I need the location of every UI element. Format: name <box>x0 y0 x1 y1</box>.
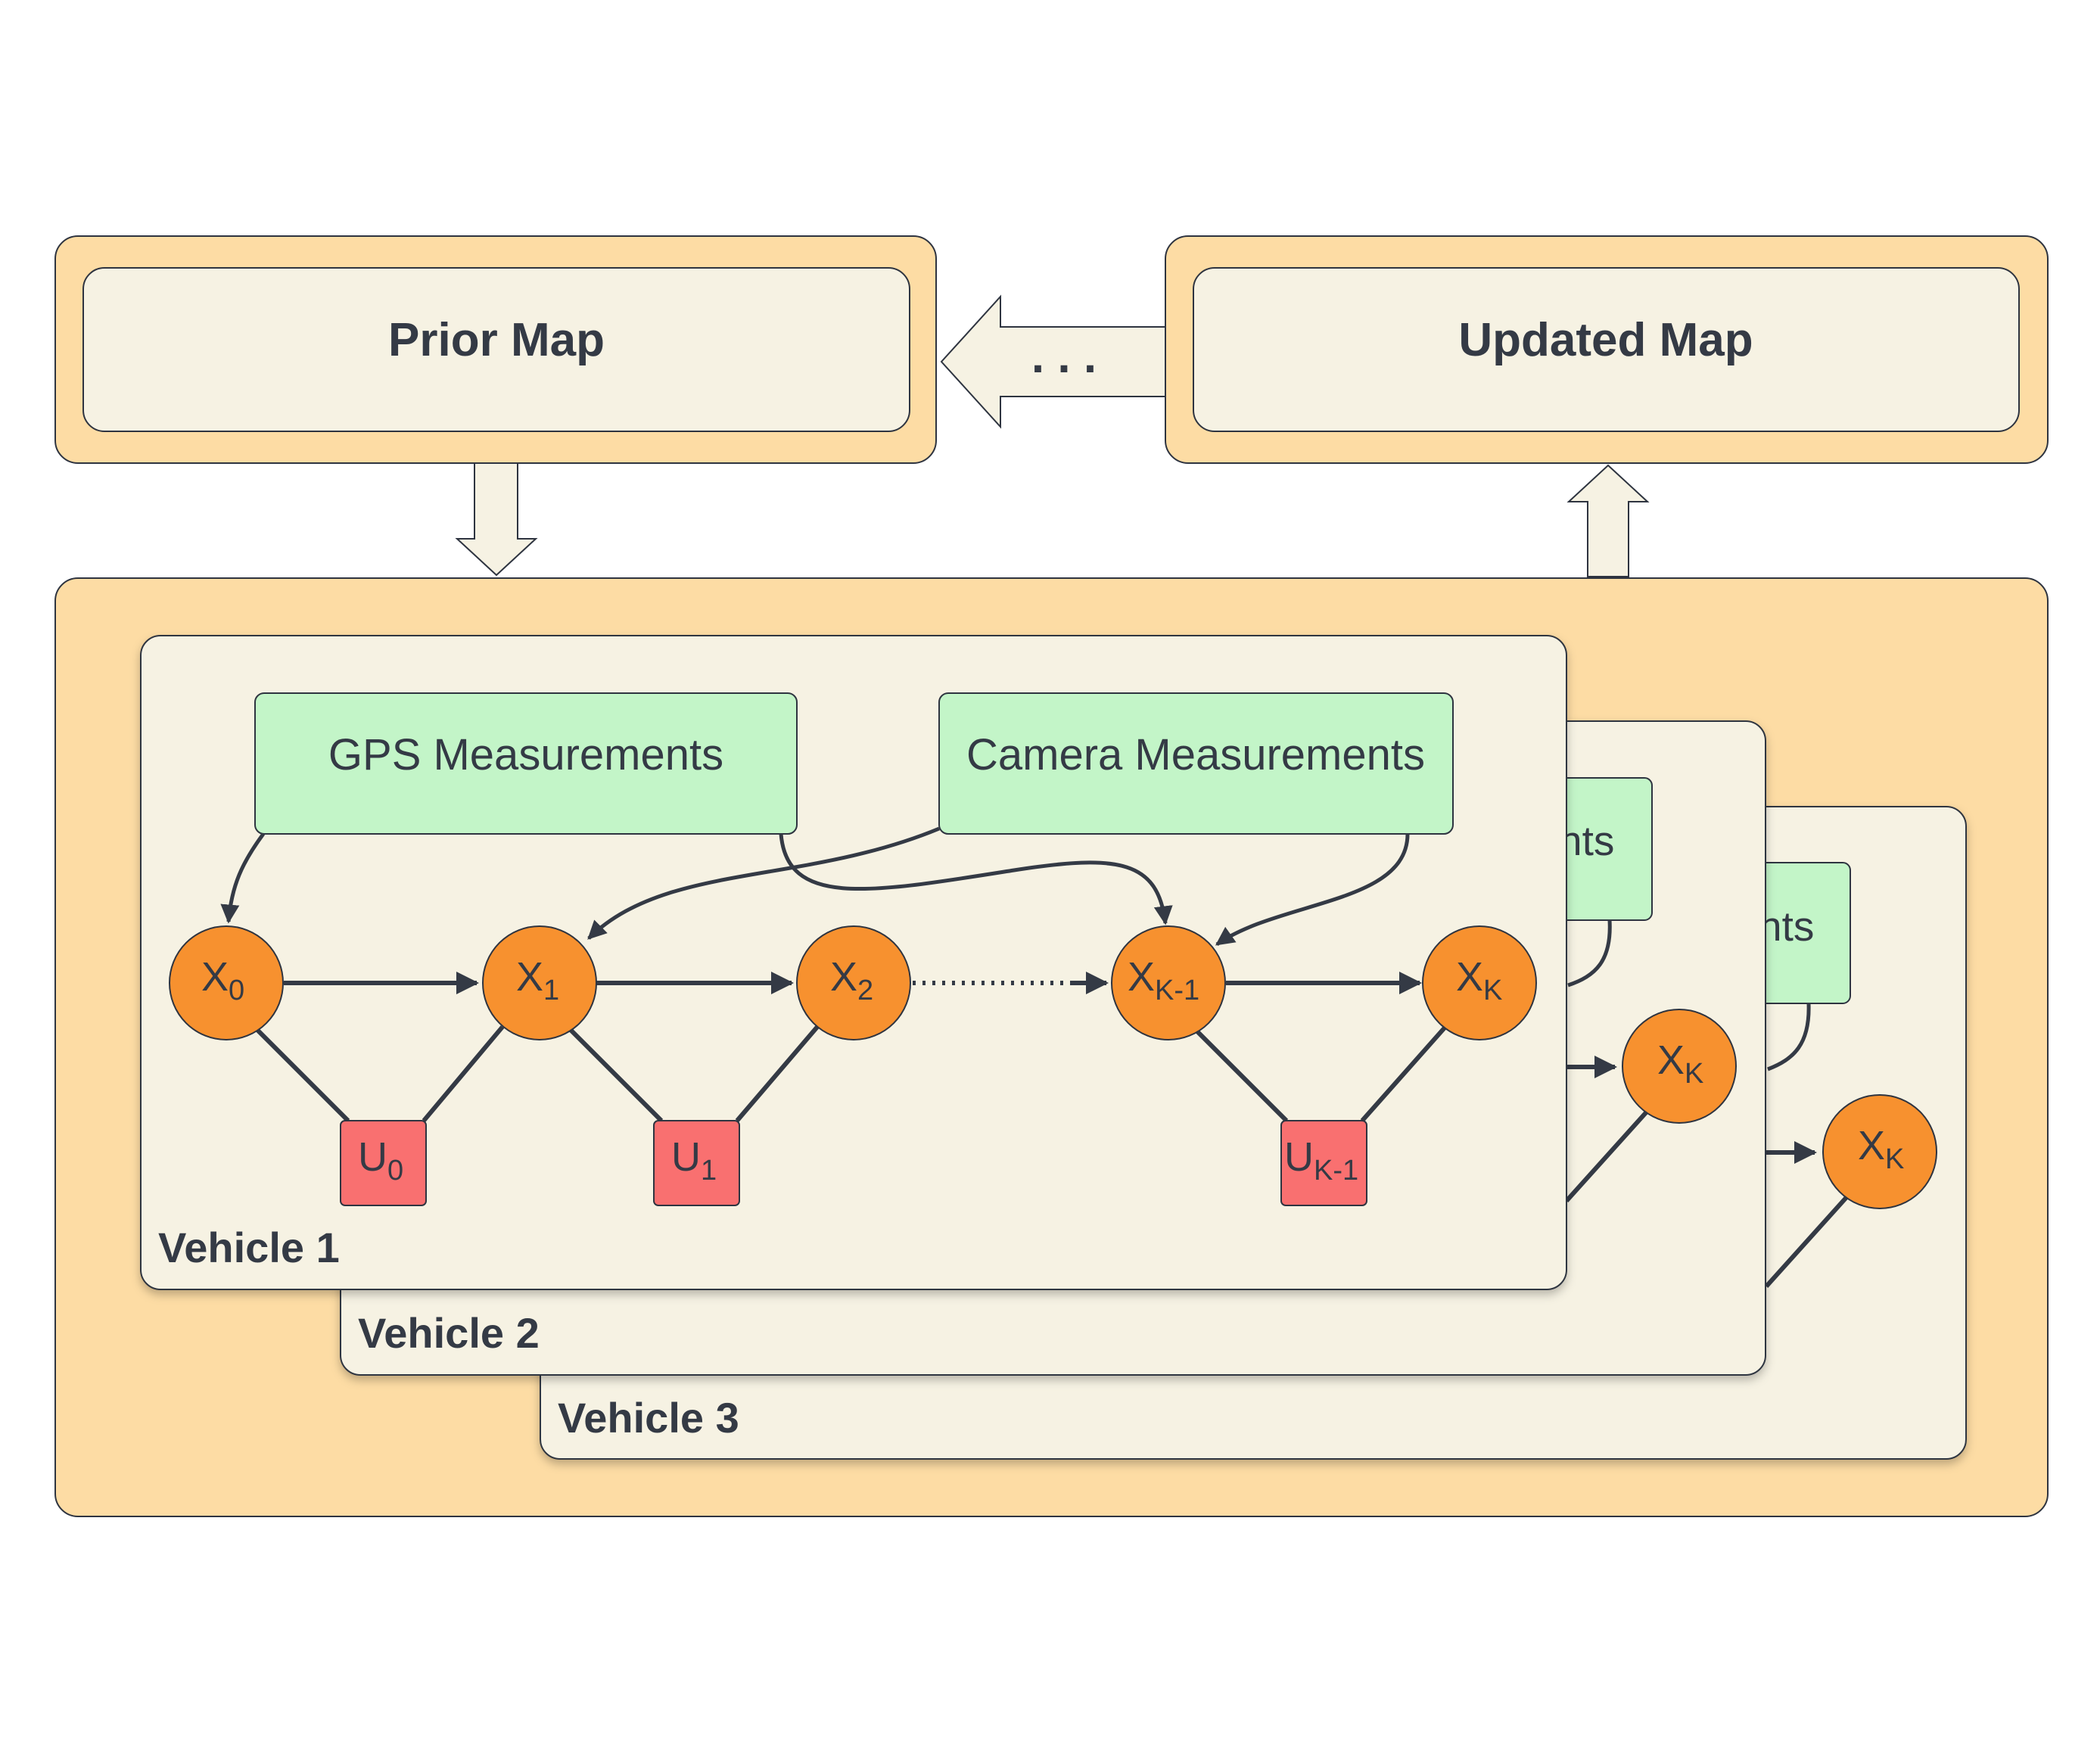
control-u1-text: U1 <box>671 1134 717 1187</box>
state-x1-text: X1 <box>516 954 559 1006</box>
gps-to-x0-edge <box>220 832 266 924</box>
updated-map-label: Updated Map <box>1458 314 1753 366</box>
vehicle-2-state-xk-text: XK <box>1657 1037 1703 1090</box>
prior-map-label: Prior Map <box>388 314 605 366</box>
u0-x1-edge <box>422 1025 505 1122</box>
ellipsis-label: . . . <box>1031 331 1097 383</box>
camera-measurements-box <box>938 692 1454 835</box>
state-xk-text: XK <box>1456 954 1502 1006</box>
control-u0-text: U0 <box>358 1134 403 1187</box>
state-x2 <box>796 925 911 1040</box>
x1-u1-edge <box>565 1025 664 1123</box>
control-ukm1 <box>1280 1120 1367 1206</box>
updated-map-box: Updated Map <box>1165 235 2049 464</box>
camera-measurements-label: Camera Measurements <box>966 730 1425 779</box>
vehicle-3-measurement-label: nts <box>1759 903 1814 950</box>
state-x0 <box>169 925 284 1040</box>
vehicle-3-state-xk <box>1822 1094 1937 1209</box>
camera-to-xkm1-edge <box>1215 833 1410 947</box>
vehicle-3-state-xk-text: XK <box>1858 1123 1904 1175</box>
control-u0 <box>340 1120 427 1206</box>
state-xkm1-text: XK-1 <box>1128 954 1199 1006</box>
vehicle-3-measurement-link <box>1767 1003 1811 1072</box>
vehicle-1-label: Vehicle 1 <box>158 1224 340 1271</box>
updated-to-prior-arrow: . . . <box>940 294 1166 429</box>
vehicle-3-xk-control-edge <box>1764 1193 1850 1289</box>
updated-map-up-arrow <box>1566 464 1650 577</box>
control-ukm1-text: UK-1 <box>1284 1134 1358 1187</box>
xkm1-ukm1-edge <box>1190 1025 1289 1123</box>
state-x1 <box>482 925 597 1040</box>
state-xk <box>1422 925 1537 1040</box>
state-x2-text: X2 <box>830 954 873 1006</box>
u1-x2-edge <box>735 1025 820 1122</box>
vehicle-3-label: Vehicle 3 <box>558 1394 739 1442</box>
vehicle-2-measurement-link <box>1567 919 1612 988</box>
state-xkm1 <box>1111 925 1226 1040</box>
prior-map-box: Prior Map <box>54 235 937 464</box>
vehicle-2-measurement-label: nts <box>1559 817 1614 864</box>
x0-u0-edge <box>252 1025 350 1123</box>
vehicle-2-xk-control-edge <box>1564 1108 1650 1203</box>
control-u1 <box>653 1120 740 1206</box>
gps-measurements-label: GPS Measurements <box>328 730 723 779</box>
vehicle-2-state-xk <box>1622 1009 1737 1124</box>
state-x0-text: X0 <box>201 954 244 1006</box>
vehicle-1-panel: GPS Measurements Camera Measurements X0 … <box>140 635 1567 1290</box>
prior-map-down-arrow <box>455 462 538 577</box>
gps-to-xkm1-edge <box>779 833 1173 925</box>
gps-measurements-box <box>254 692 798 835</box>
ukm1-xk-edge <box>1360 1025 1448 1122</box>
camera-to-x1-edge <box>587 826 940 940</box>
vehicle-2-label: Vehicle 2 <box>358 1309 540 1357</box>
